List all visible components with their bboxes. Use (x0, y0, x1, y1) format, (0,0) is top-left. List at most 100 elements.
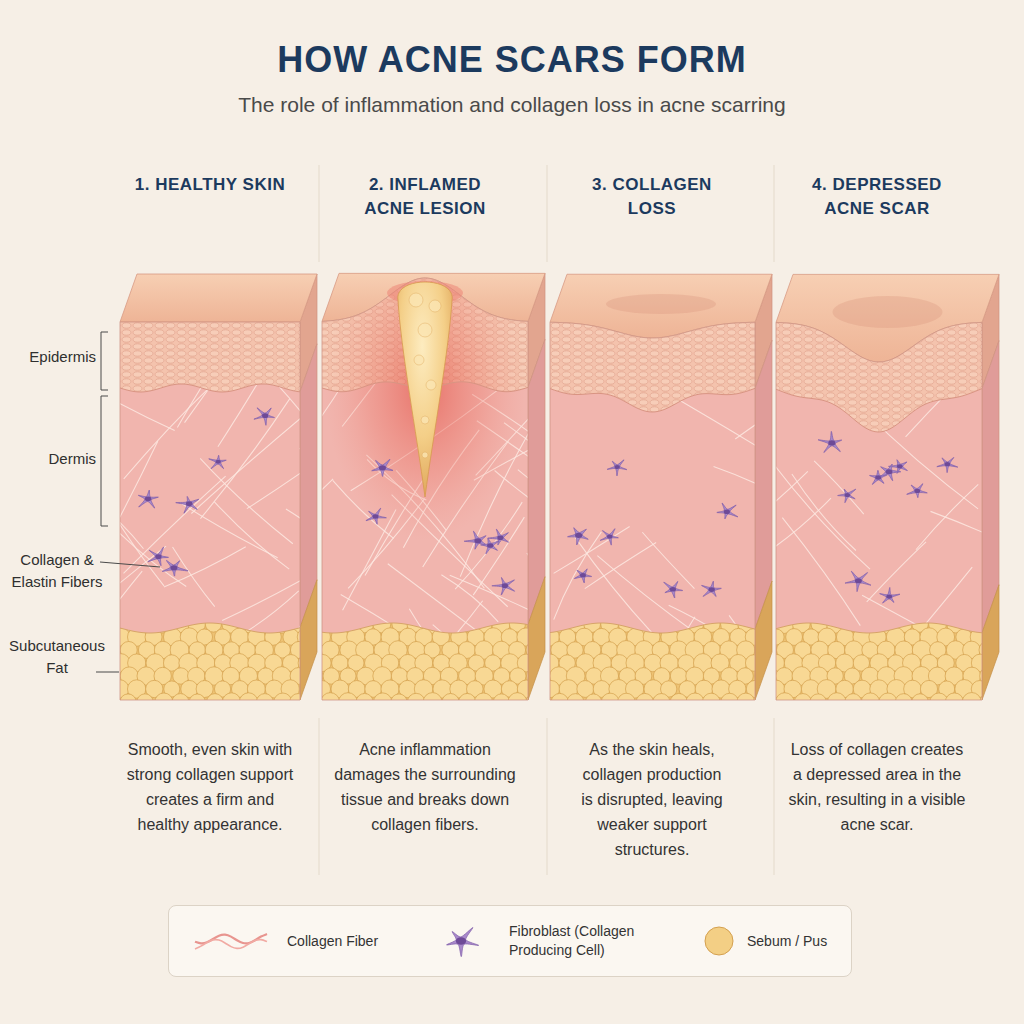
fat-cell (137, 694, 153, 710)
fat-cell (760, 667, 779, 686)
fat-cell (794, 694, 811, 711)
collagen-fiber (486, 619, 538, 696)
fat-cell (755, 667, 772, 684)
fibroblast-body (717, 503, 738, 519)
stage-heading: 2. INFLAMED ACNE LESION (350, 173, 500, 221)
fibroblast-nucleus (575, 533, 582, 538)
fat-cell (702, 693, 720, 711)
stage-heading: 3. COLLAGEN LOSS (577, 173, 727, 221)
collagen-fiber (200, 399, 289, 519)
dermis-side (300, 344, 317, 628)
collagen-fiber (916, 484, 978, 549)
block-outline (550, 322, 755, 700)
fat-cell (533, 668, 550, 685)
fibroblast-body (880, 464, 900, 481)
fibroblast-body (138, 490, 158, 508)
fat-cell (861, 693, 879, 711)
fat-layer (776, 623, 982, 700)
dermis-side (755, 340, 772, 629)
fat-cell (274, 693, 292, 711)
fat-cell (636, 693, 653, 710)
collagen-fiber (214, 502, 289, 570)
fibroblast-body (907, 484, 928, 498)
fat-cell (980, 693, 998, 711)
fibroblast (568, 528, 589, 545)
fat-cell (189, 694, 205, 710)
layer-boundary (120, 384, 300, 392)
fibroblast-body (464, 531, 488, 549)
fat-cell (585, 694, 601, 710)
fibroblasts (138, 408, 274, 576)
fat-cell (299, 680, 317, 698)
stage-panel: 4. DEPRESSED ACNE SCARLoss of collagen c… (771, 165, 983, 843)
fat-cell (533, 693, 550, 710)
layer-boundary (550, 623, 755, 633)
collagen-fiber (867, 542, 926, 602)
fat-cells (305, 615, 545, 712)
fat-cell (374, 693, 392, 711)
fat-cell (670, 693, 687, 710)
legend-sample (699, 921, 739, 961)
stage-description: Loss of collagen creates a depressed are… (785, 737, 969, 837)
collagen-fiber (771, 460, 870, 569)
fat-cell (257, 615, 276, 634)
fibroblast-body (162, 560, 188, 576)
fibroblast-nucleus (474, 538, 481, 543)
fat-cell (895, 694, 912, 711)
collagen-fiber (247, 453, 329, 509)
fibroblast-nucleus (875, 475, 881, 479)
fibroblast-body (838, 489, 856, 503)
fibroblast (907, 484, 928, 498)
divider-line (547, 165, 548, 262)
collagen-fiber (238, 596, 318, 742)
fat-cell (758, 615, 776, 633)
divider-line (774, 718, 775, 875)
fat-cell (442, 693, 459, 710)
skin-surface (120, 274, 317, 322)
collagen-fiber (101, 394, 174, 431)
fat-cell (423, 693, 442, 712)
fat-cells (758, 615, 998, 712)
fat-cell (172, 694, 189, 711)
fibroblast-body (366, 508, 386, 524)
fat-cell (239, 693, 257, 711)
fibroblasts (818, 431, 958, 603)
fibroblast (254, 408, 275, 425)
fibroblast-body (607, 460, 627, 476)
collagen-fiber (93, 480, 164, 586)
collagen-fiber (200, 458, 293, 543)
fibroblast-nucleus (502, 583, 508, 588)
collagen-fiber (597, 556, 701, 637)
fibroblast-nucleus (914, 489, 920, 493)
collagen-fibers (721, 282, 1024, 762)
fat-cell (407, 693, 424, 710)
collagen-fiber (662, 390, 790, 466)
layer-bracket (101, 332, 108, 390)
fibroblast-nucleus (155, 554, 161, 559)
collagen-fiber (173, 547, 215, 607)
layer-label-box: Epidermis (8, 347, 96, 367)
column-dividers (319, 165, 774, 875)
collagen-fiber (90, 496, 143, 549)
dermis-side (982, 341, 999, 633)
fat-cell (860, 615, 879, 634)
fat-cell (102, 641, 121, 660)
fibroblast (176, 496, 199, 513)
fibroblast (481, 538, 500, 554)
fat-cell (442, 616, 459, 633)
fibroblast (209, 455, 226, 468)
fat-side (755, 581, 772, 700)
fat-cell (102, 667, 119, 684)
fat-side (300, 580, 317, 700)
fat-cell (845, 694, 862, 711)
fat-cell (459, 693, 476, 710)
fat-cell (306, 642, 322, 658)
fat-layer (322, 623, 528, 700)
pus-pocket (398, 282, 452, 497)
collagen-fiber (341, 595, 471, 677)
legend-item: Collagen Fiber (287, 906, 417, 976)
collagen-fiber (473, 517, 524, 595)
dermis-layer (550, 388, 755, 633)
fibroblast (664, 581, 683, 598)
